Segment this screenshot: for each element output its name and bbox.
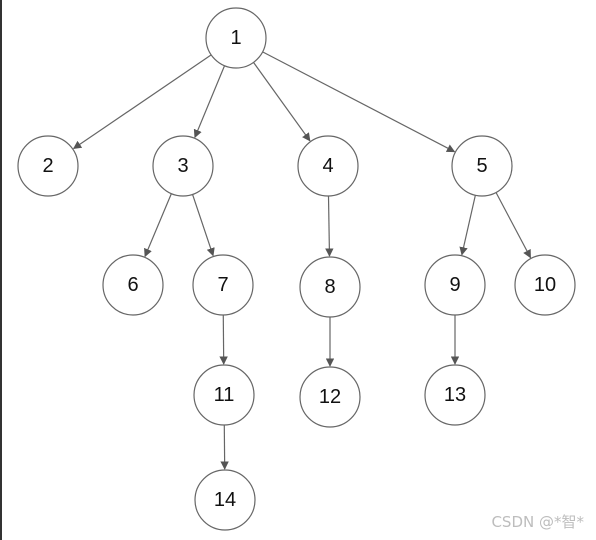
node-14: 14 [194, 469, 256, 531]
node-13: 13 [424, 364, 486, 426]
node-circle [297, 135, 359, 197]
edges-layer [72, 51, 532, 470]
node-circle [299, 366, 361, 428]
node-label: 6 [127, 274, 138, 296]
node-label: 7 [217, 274, 228, 296]
edge-3-7 [191, 194, 215, 257]
node-circle [102, 254, 164, 316]
node-10: 10 [514, 254, 576, 316]
edge-1-3 [193, 65, 226, 139]
node-9: 9 [424, 254, 486, 316]
node-circle [17, 135, 79, 197]
node-label: 9 [449, 274, 460, 296]
node-8: 8 [299, 256, 361, 318]
node-label: 2 [42, 155, 53, 177]
node-2: 2 [17, 135, 79, 197]
node-5: 5 [451, 135, 513, 197]
node-12: 12 [299, 366, 361, 428]
node-label: 4 [322, 155, 333, 177]
edge-5-10 [495, 192, 532, 259]
node-3: 3 [152, 135, 214, 197]
node-circle [205, 7, 267, 69]
node-1: 1 [205, 7, 267, 69]
node-circle [451, 135, 513, 197]
left-border [0, 0, 2, 540]
node-label: 10 [534, 274, 556, 296]
node-label: 12 [319, 386, 341, 408]
node-6: 6 [102, 254, 164, 316]
node-4: 4 [297, 135, 359, 197]
node-label: 3 [177, 155, 188, 177]
node-circle [424, 254, 486, 316]
edge-3-6 [144, 193, 172, 258]
node-label: 5 [476, 155, 487, 177]
edge-1-2 [72, 54, 212, 150]
node-circle [424, 364, 486, 426]
node-circle [514, 254, 576, 316]
node-label: 8 [324, 276, 335, 298]
node-label: 14 [214, 489, 236, 511]
edge-1-4 [253, 62, 311, 142]
node-circle [194, 469, 256, 531]
edge-5-9 [459, 195, 476, 256]
node-11: 11 [193, 364, 255, 426]
node-circle [152, 135, 214, 197]
edge-4-8 [325, 195, 334, 257]
node-7: 7 [192, 254, 254, 316]
node-label: 13 [444, 384, 466, 406]
edge-1-5 [262, 51, 456, 153]
node-circle [299, 256, 361, 318]
watermark: CSDN @*智* [491, 513, 584, 531]
node-label: 11 [214, 384, 235, 406]
node-label: 1 [230, 27, 241, 49]
node-circle [192, 254, 254, 316]
node-circle [193, 364, 255, 426]
